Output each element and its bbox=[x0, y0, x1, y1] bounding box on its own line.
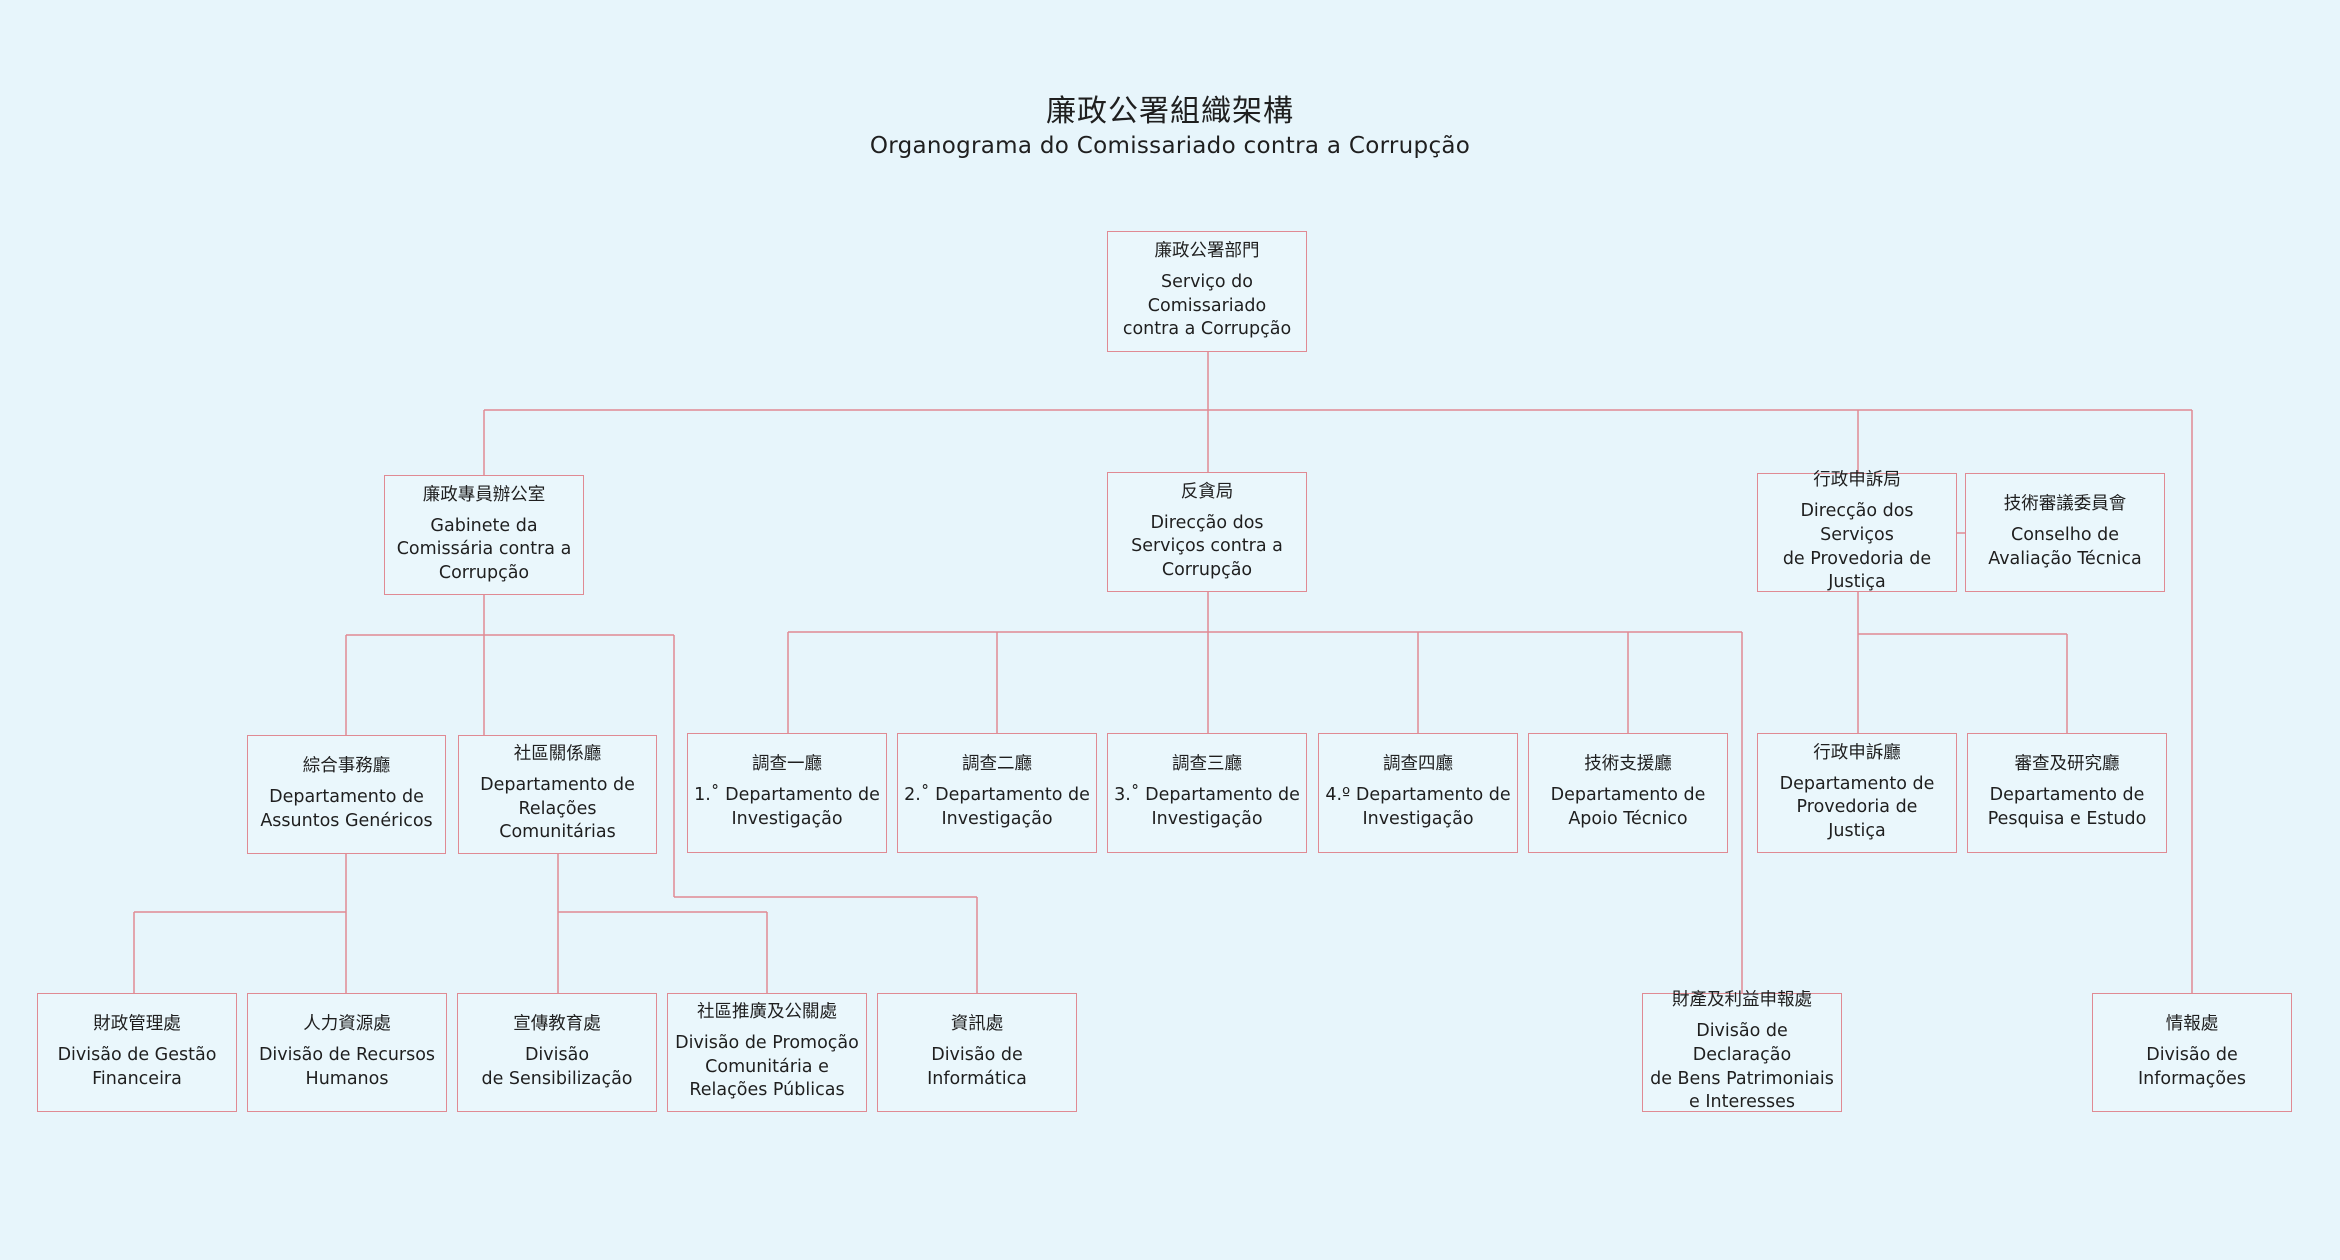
unit-assuntos-genericos: 綜合事務廳 Departamento de Assuntos Genéricos bbox=[247, 735, 446, 854]
unit-name-pt: Departamento de Relações Comunitárias bbox=[480, 775, 635, 843]
unit-name-pt: Departamento de Apoio Técnico bbox=[1550, 785, 1706, 829]
unit-servico-comissariado: 廉政公署部門 Serviço do Comissariado contra a … bbox=[1107, 231, 1307, 352]
unit-name-pt: Departamento de Pesquisa e Estudo bbox=[1987, 785, 2147, 829]
unit-name-zh: 技術審議委員會 bbox=[2003, 493, 2127, 514]
unit-name-pt: Gabinete da Comissária contra a Corrupçã… bbox=[396, 515, 572, 583]
unit-name-pt: 2.˚ Departamento de Investigação bbox=[904, 785, 1090, 829]
unit-gestao-financeira: 財政管理處 Divisão de Gestão Financeira bbox=[37, 993, 237, 1112]
unit-name-pt: Divisão de Promoção Comunitária e Relaçõ… bbox=[675, 1033, 859, 1101]
unit-name-pt: Departamento de Assuntos Genéricos bbox=[260, 786, 433, 831]
unit-name-pt: 1.˚ Departamento de Investigação bbox=[694, 785, 880, 829]
unit-name-zh: 財政管理處 bbox=[93, 1013, 181, 1034]
unit-name-pt: 4.º Departamento de Investigação bbox=[1325, 785, 1511, 829]
unit-name-pt: Direcção dos Serviços de Provedoria de J… bbox=[1782, 501, 1932, 593]
unit-relacoes-comunitarias: 社區關係廳 Departamento de Relações Comunitár… bbox=[458, 735, 657, 854]
unit-name-pt: Serviço do Comissariado contra a Corrupç… bbox=[1122, 272, 1292, 340]
unit-pesquisa-estudo: 審查及研究廳 Departamento de Pesquisa e Estudo bbox=[1967, 733, 2167, 853]
unit-name-zh: 調查三廳 bbox=[1172, 754, 1242, 775]
unit-name-zh: 調查一廳 bbox=[752, 754, 822, 775]
unit-name-zh: 情報處 bbox=[2165, 1013, 2219, 1034]
chart-title-chinese: 廉政公署組織架構 bbox=[1046, 94, 1294, 129]
unit-promocao-comunitaria: 社區推廣及公關處 Divisão de Promoção Comunitária… bbox=[667, 993, 867, 1112]
unit-name-pt: Divisão de Recursos Humanos bbox=[258, 1044, 436, 1089]
chart-title-portuguese: Organograma do Comissariado contra a Cor… bbox=[869, 133, 1471, 159]
unit-name-pt: Divisão de Sensibilização bbox=[481, 1044, 633, 1089]
unit-4-departamento-investigacao: 調查四廳 4.º Departamento de Investigação bbox=[1318, 733, 1518, 853]
unit-2-departamento-investigacao: 調查二廳 2.˚ Departamento de Investigação bbox=[897, 733, 1097, 853]
unit-name-pt: Divisão de Informática bbox=[927, 1044, 1027, 1089]
unit-name-zh: 調查四廳 bbox=[1383, 754, 1453, 775]
unit-name-pt: Departamento de Provedoria de Justiça bbox=[1779, 773, 1935, 841]
unit-name-zh: 綜合事務廳 bbox=[302, 755, 391, 776]
unit-name-pt: Direcção dos Serviços contra a Corrupção bbox=[1131, 512, 1283, 580]
unit-name-zh: 財產及利益申報處 bbox=[1672, 990, 1812, 1011]
unit-name-zh: 資訊處 bbox=[950, 1013, 1004, 1034]
unit-direccao-contra-corrupcao: 反貪局 Direcção dos Serviços contra a Corru… bbox=[1107, 472, 1307, 592]
unit-name-zh: 行政申訴局 bbox=[1813, 470, 1901, 491]
unit-1-departamento-investigacao: 調查一廳 1.˚ Departamento de Investigação bbox=[687, 733, 887, 853]
unit-sensibilizacao: 宣傳教育處 Divisão de Sensibilização bbox=[457, 993, 657, 1112]
unit-name-zh: 人力資源處 bbox=[303, 1013, 391, 1034]
unit-name-pt: Divisão de Informações bbox=[2138, 1044, 2246, 1089]
unit-apoio-tecnico: 技術支援廳 Departamento de Apoio Técnico bbox=[1528, 733, 1728, 853]
unit-name-zh: 廉政專員辦公室 bbox=[422, 484, 546, 505]
unit-name-pt: Divisão de Gestão Financeira bbox=[57, 1044, 217, 1089]
unit-name-zh: 行政申訴廳 bbox=[1813, 742, 1901, 763]
unit-name-zh: 調查二廳 bbox=[962, 754, 1032, 775]
unit-name-pt: Divisão de Declaração de Bens Patrimonia… bbox=[1650, 1021, 1834, 1113]
unit-name-zh: 反貪局 bbox=[1180, 481, 1234, 502]
unit-informacoes: 情報處 Divisão de Informações bbox=[2092, 993, 2292, 1112]
unit-3-departamento-investigacao: 調查三廳 3.˚ Departamento de Investigação bbox=[1107, 733, 1307, 853]
unit-name-zh: 社區關係廳 bbox=[513, 744, 602, 765]
unit-name-zh: 宣傳教育處 bbox=[513, 1013, 601, 1034]
unit-name-zh: 廉政公署部門 bbox=[1154, 241, 1260, 262]
unit-departamento-provedoria: 行政申訴廳 Departamento de Provedoria de Just… bbox=[1757, 733, 1957, 853]
unit-gabinete-comissaria: 廉政專員辦公室 Gabinete da Comissária contra a … bbox=[384, 475, 584, 595]
unit-conselho-avaliacao-tecnica: 技術審議委員會 Conselho de Avaliação Técnica bbox=[1965, 473, 2165, 592]
unit-declaracao-bens: 財產及利益申報處 Divisão de Declaração de Bens P… bbox=[1642, 990, 1842, 1113]
unit-recursos-humanos: 人力資源處 Divisão de Recursos Humanos bbox=[247, 993, 447, 1112]
unit-name-zh: 社區推廣及公關處 bbox=[697, 1002, 837, 1023]
unit-informatica: 資訊處 Divisão de Informática bbox=[877, 993, 1077, 1112]
unit-name-zh: 技術支援廳 bbox=[1584, 754, 1672, 775]
unit-name-pt: 3.˚ Departamento de Investigação bbox=[1114, 785, 1300, 829]
unit-name-zh: 審查及研究廳 bbox=[2014, 754, 2120, 775]
unit-direccao-provedoria: 行政申訴局 Direcção dos Serviços de Provedori… bbox=[1757, 470, 1957, 593]
unit-name-pt: Conselho de Avaliação Técnica bbox=[1988, 524, 2142, 569]
